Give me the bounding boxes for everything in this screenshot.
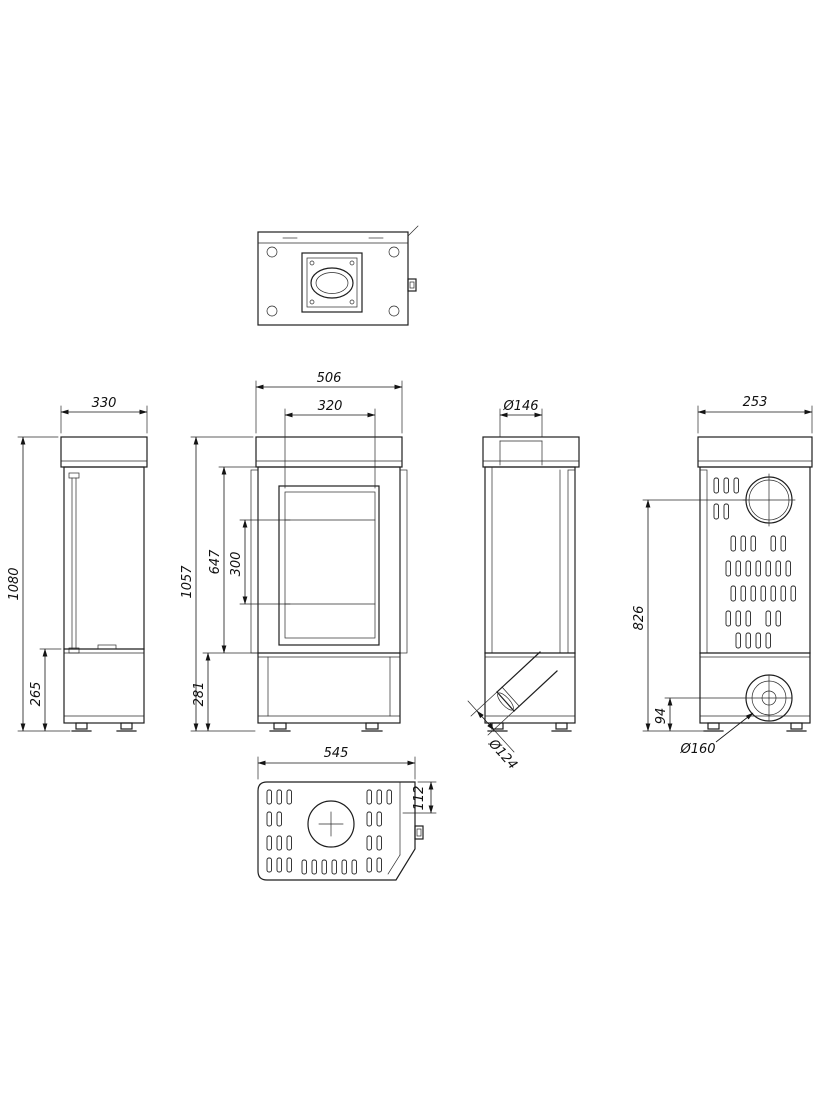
dim-label-300: 300: [229, 552, 244, 577]
door-glass: [284, 491, 376, 639]
dim-label-d124: Ø124: [485, 736, 520, 773]
side-handle: [97, 644, 117, 650]
dim-front-base-height: 281: [192, 652, 211, 732]
dim-label-1057: 1057: [180, 565, 195, 599]
dim-label-1080: 1080: [7, 567, 22, 600]
front-view: [250, 436, 408, 732]
bottom-tab: [414, 825, 424, 840]
dim-label-112: 112: [412, 786, 427, 811]
dim-front-height: 1057: [180, 436, 256, 732]
dim-label-320: 320: [318, 399, 343, 414]
dim-glass-height: 300: [229, 519, 291, 605]
right-side-view: [482, 436, 580, 732]
bottom-view: [257, 781, 424, 881]
foot: [75, 722, 88, 730]
flue-flange: [301, 252, 363, 313]
dim-glass-width: 320: [284, 399, 376, 489]
left-side-view: [60, 436, 148, 732]
dim-overall-height: 1080: [7, 436, 71, 732]
dim-label-545: 545: [324, 746, 349, 761]
bottom-vent-slots: [266, 789, 392, 875]
dim-side-depth: 330: [60, 396, 148, 434]
dim-label-94: 94: [654, 708, 669, 725]
dim-top-flue-diameter: Ø146: [499, 399, 543, 438]
dim-rear-width: 253: [697, 395, 813, 434]
dim-label-826: 826: [632, 606, 647, 631]
foot: [365, 722, 379, 730]
foot: [555, 722, 568, 730]
top-tab: [407, 278, 417, 292]
dim-label-d160: Ø160: [679, 742, 715, 757]
foot: [790, 722, 803, 730]
dim-front-width: 506: [255, 371, 403, 434]
foot: [120, 722, 133, 730]
rear-vent-slots: [713, 477, 796, 649]
dim-flue-center-height: 826: [632, 499, 747, 732]
dim-side-base-height: 265: [29, 648, 62, 732]
top-view: [257, 225, 419, 326]
rear-view: [697, 436, 813, 732]
dim-outlet-diameter: Ø160: [679, 712, 754, 757]
dim-label-330: 330: [92, 396, 117, 411]
dim-label-d146: Ø146: [502, 399, 538, 414]
dim-outlet-center-height: 94: [654, 697, 747, 732]
dim-base-plate-depth: 545: [257, 746, 416, 780]
dim-label-647: 647: [208, 549, 223, 575]
flue-collar-ellipse: [310, 267, 354, 299]
door-frame: [278, 485, 380, 646]
dim-base-plate-offset: 112: [402, 781, 437, 814]
dim-firebox-height: 647: [202, 466, 259, 654]
foot: [273, 722, 287, 730]
dim-label-265: 265: [29, 682, 44, 707]
dim-label-253: 253: [743, 395, 768, 410]
dim-label-506: 506: [317, 371, 342, 386]
dim-label-281: 281: [192, 682, 207, 707]
foot: [707, 722, 720, 730]
bottom-flue-hole: [307, 800, 355, 848]
angled-flue-spigot: [496, 651, 558, 712]
